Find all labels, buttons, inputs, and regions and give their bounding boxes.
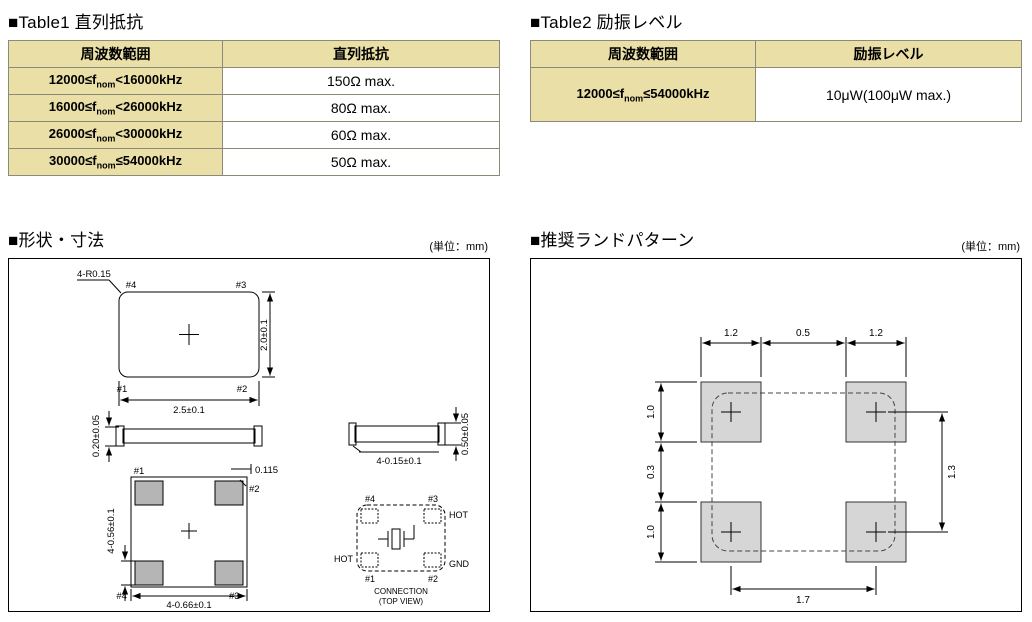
connection-caption-line2: (TOP VIEW) [379, 597, 423, 606]
table1-header-row: 周波数範囲 直列抵抗 [8, 40, 500, 68]
pad-width-left-dim: 1.2 [724, 328, 738, 339]
freq-range-cell: 12000≤fnom≤54000kHz [530, 67, 756, 122]
outline-unit-label: (単位：mm) [429, 241, 488, 253]
range-text: 12000≤f [48, 72, 97, 88]
pad-pitch-vertical-dim: 1.3 [947, 465, 958, 479]
freq-range-cell: 12000≤fnom<16000kHz [8, 67, 223, 95]
land-pattern-drawing-box: 1.2 0.5 1.2 1.0 0.3 1.0 [530, 258, 1022, 612]
outline-title: ■形状・寸法 [8, 231, 105, 250]
land-bottom-dimension: 1.7 [730, 566, 877, 606]
table2-header-drive-level: 励振レベル [755, 40, 1022, 68]
table-row: 12000≤fnom≤54000kHz 10μW(100μW max.) [530, 67, 1022, 122]
connection-diagram: #4 #3 HOT HOT GND #1 #2 CONNECTION (TOP … [334, 494, 470, 606]
table1-title: ■Table1 直列抵抗 [8, 13, 144, 32]
range-text: ≤54000kHz [115, 153, 183, 169]
table2: 周波数範囲 励振レベル 12000≤fnom≤54000kHz 10μW(100… [530, 40, 1022, 122]
corner-radius-label: 4-R0.15 [77, 269, 111, 280]
range-text: <30000kHz [115, 126, 183, 142]
land-pads [700, 381, 907, 563]
pin2-label: #2 [428, 574, 438, 584]
table1-section: ■Table1 直列抵抗 周波数範囲 直列抵抗 12000≤fnom<16000… [8, 8, 500, 176]
table2-section: ■Table2 励振レベル 周波数範囲 励振レベル 12000≤fnom≤540… [530, 8, 1022, 122]
resistance-value-cell: 60Ω max. [222, 121, 500, 149]
package-side-view: 0.20±0.05 [91, 411, 263, 462]
range-text: ≤54000kHz [643, 85, 710, 101]
range-sub: nom [96, 160, 116, 171]
castellation-dim: 4-0.15±0.1 [376, 456, 421, 467]
pad-height-dim: 4-0.56±0.1 [106, 508, 117, 553]
freq-range-cell: 16000≤fnom<26000kHz [8, 94, 223, 122]
land-left-dimensions: 1.0 0.3 1.0 [646, 381, 697, 563]
pin2-label: #2 [237, 384, 248, 395]
range-sub: nom [96, 79, 116, 90]
range-text: 30000≤f [48, 153, 97, 169]
pin1-label: #1 [134, 466, 145, 477]
range-sub: nom [624, 93, 644, 104]
lid-thickness-dim: 0.20±0.05 [91, 415, 102, 457]
table2-title: ■Table2 励振レベル [530, 13, 683, 32]
table1-header-resistance: 直列抵抗 [222, 40, 500, 68]
resistance-value-cell: 80Ω max. [222, 94, 500, 122]
outline-drawing: 4-R0.15 #4 #3 #1 #2 2.0±0.1 2.5±0.1 [77, 269, 471, 611]
land-pattern-drawing: 1.2 0.5 1.2 1.0 0.3 1.0 [646, 328, 958, 606]
gap-vertical-dim: 0.3 [646, 465, 657, 479]
range-text: <26000kHz [115, 99, 183, 115]
package-bottom-view-pins: #4 #3 [116, 591, 239, 602]
pad-offset-dim: 0.115 [255, 465, 278, 476]
body-height-dim: 2.0±0.1 [259, 319, 270, 351]
range-sub: nom [96, 133, 116, 144]
pin4-label: #4 [116, 591, 127, 602]
connection-caption-line1: CONNECTION [374, 587, 428, 596]
table2-header-frequency: 周波数範囲 [530, 40, 756, 68]
total-thickness-dim: 0.50±0.05 [460, 413, 471, 455]
table-row: 30000≤fnom≤54000kHz 50Ω max. [8, 148, 500, 176]
pin2-label: #2 [249, 484, 260, 495]
range-text: 16000≤f [48, 99, 97, 115]
table2-header-row: 周波数範囲 励振レベル [530, 40, 1022, 68]
outline-drawing-box: 4-R0.15 #4 #3 #1 #2 2.0±0.1 2.5±0.1 [8, 258, 490, 612]
resistance-value-cell: 150Ω max. [222, 67, 500, 95]
range-text: 26000≤f [48, 126, 97, 142]
pin4-label: #4 [126, 280, 137, 291]
range-text: 12000≤f [576, 85, 625, 101]
hot-label: HOT [334, 554, 354, 564]
pad-pitch-horizontal-dim: 1.7 [796, 595, 810, 606]
body-width-dim: 2.5±0.1 [173, 405, 205, 416]
table1: 周波数範囲 直列抵抗 12000≤fnom<16000kHz 150Ω max.… [8, 40, 500, 176]
table-row: 12000≤fnom<16000kHz 150Ω max. [8, 67, 500, 95]
land-right-dimension: 1.3 [888, 411, 958, 533]
pad-height-bottom-dim: 1.0 [646, 525, 657, 539]
freq-range-cell: 30000≤fnom≤54000kHz [8, 148, 223, 176]
table-row: 16000≤fnom<26000kHz 80Ω max. [8, 94, 500, 122]
pad-width-dim: 4-0.66±0.1 [166, 600, 211, 611]
pad-height-top-dim: 1.0 [646, 405, 657, 419]
hot-label: HOT [449, 510, 469, 520]
freq-range-cell: 26000≤fnom<30000kHz [8, 121, 223, 149]
land-pattern-unit-label: (単位：mm) [961, 241, 1020, 253]
range-text: <16000kHz [115, 72, 183, 88]
land-pattern-title: ■推奨ランドパターン [530, 231, 695, 250]
package-bottom-view: #1 #2 0.115 4-0.56±0.1 4-0.66±0.1 [106, 464, 278, 611]
table1-header-frequency: 周波数範囲 [8, 40, 223, 68]
pin1-label: #1 [117, 384, 128, 395]
drive-level-value-cell: 10μW(100μW max.) [755, 67, 1022, 122]
gnd-label: GND [449, 559, 470, 569]
pin3-label: #3 [428, 494, 438, 504]
pin4-label: #4 [365, 494, 375, 504]
gap-horizontal-dim: 0.5 [796, 328, 810, 339]
pin3-label: #3 [229, 591, 240, 602]
range-sub: nom [96, 106, 116, 117]
pin1-label: #1 [365, 574, 375, 584]
pad-width-right-dim: 1.2 [869, 328, 883, 339]
package-top-view: 4-R0.15 #4 #3 #1 #2 2.0±0.1 2.5±0.1 [77, 269, 275, 416]
package-end-view: 0.50±0.05 4-0.15±0.1 [348, 407, 471, 467]
pin3-label: #3 [236, 280, 247, 291]
table-row: 26000≤fnom<30000kHz 60Ω max. [8, 121, 500, 149]
land-top-dimensions: 1.2 0.5 1.2 [700, 328, 907, 377]
resistance-value-cell: 50Ω max. [222, 148, 500, 176]
